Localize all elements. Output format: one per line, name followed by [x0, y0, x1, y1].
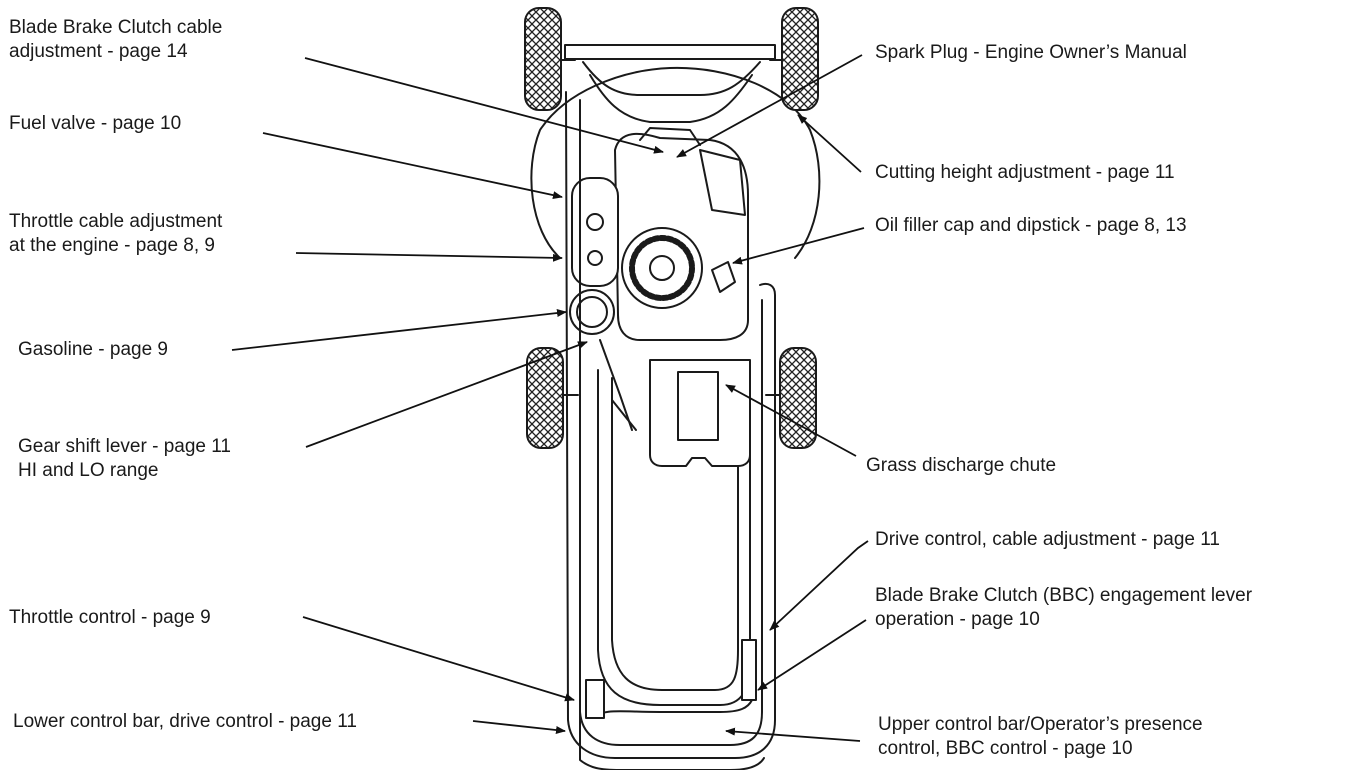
upper-control-bar	[591, 699, 753, 719]
label-oil-filler: Oil filler cap and dipstick - page 8, 13	[875, 215, 1187, 236]
label-drive-cable: Drive control, cable adjustment - page 1…	[875, 529, 1220, 550]
leader-spark-plug	[676, 54, 863, 158]
mower-deck	[530, 66, 821, 259]
label-spark-plug: Spark Plug - Engine Owner’s Manual	[875, 42, 1187, 63]
rear-right-wheel	[779, 347, 817, 449]
label-throttle-control: Throttle control - page 9	[9, 607, 211, 628]
label-gasoline: Gasoline - page 9	[18, 339, 168, 360]
throttle-control-block	[585, 679, 605, 719]
leader-throttle-control	[302, 616, 575, 702]
front-right-wheel	[781, 7, 819, 111]
lower-control-bar	[579, 699, 765, 770]
label-chute: Grass discharge chute	[866, 455, 1057, 476]
grass-discharge-chute	[649, 359, 751, 467]
label-cutting-height: Cutting height adjustment - page 11	[875, 162, 1175, 183]
front-bumper	[582, 61, 761, 96]
leader-throttle-cable	[295, 252, 563, 262]
rear-left-wheel	[526, 347, 564, 449]
leader-gasoline	[231, 309, 567, 351]
front-axle-bar	[564, 44, 776, 60]
fuel-tank	[571, 177, 619, 287]
label-fuel-valve: Fuel valve - page 10	[9, 113, 182, 134]
leader-oil-filler	[732, 227, 865, 265]
label-lower-bar: Lower control bar, drive control - page …	[13, 711, 357, 732]
leader-fuel-valve	[262, 132, 563, 200]
label-bbc-lever: Blade Brake Clutch (BBC) engagement leve…	[875, 585, 1253, 630]
leader-bbc-lever	[757, 619, 867, 691]
leader-drive-cable	[769, 540, 869, 631]
leader-upper-bar	[725, 727, 861, 742]
front-left-wheel	[524, 7, 562, 111]
leader-cutting-height	[797, 114, 862, 173]
leader-lower-bar	[472, 720, 566, 735]
leader-chute	[725, 384, 857, 457]
leader-gear-shift	[305, 341, 588, 448]
bbc-lever-block	[741, 639, 757, 701]
leader-bbc-cable	[304, 57, 664, 154]
